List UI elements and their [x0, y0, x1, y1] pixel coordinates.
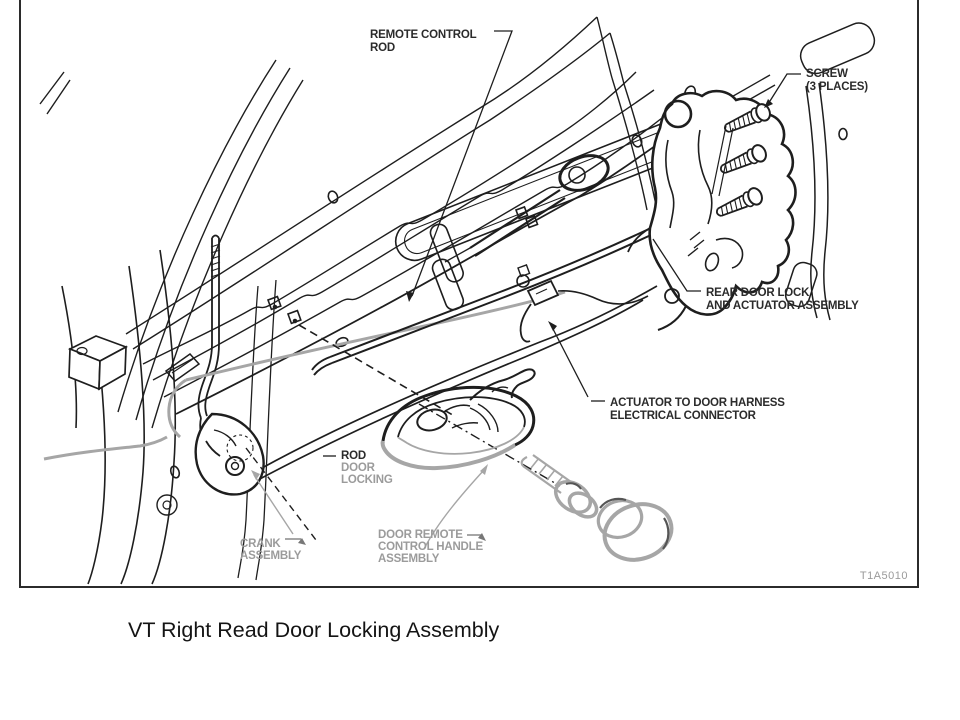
label-line: ROD — [341, 450, 366, 462]
regulator-roller — [444, 154, 610, 263]
label-line: (3 PLACES) — [806, 81, 868, 93]
figure-border — [19, 0, 919, 588]
label-line: REAR DOOR LOCK — [706, 287, 810, 299]
gray-lock-rod — [43, 290, 566, 461]
label-line: ELECTRICAL CONNECTOR — [610, 410, 757, 422]
handle-hook-rod — [469, 368, 536, 401]
label-line: LOCKING — [341, 474, 393, 486]
connector-drawing — [519, 279, 649, 343]
rear-channel-lines — [784, 22, 876, 321]
label-line: SCREW — [806, 68, 848, 80]
label-line: ASSEMBLY — [240, 550, 302, 562]
dashed-reference-lines — [245, 324, 457, 541]
label-line: CONTROL HANDLE — [378, 541, 483, 553]
handle-assembly-drawing — [380, 368, 674, 562]
figure-code: T1A5010 — [860, 570, 908, 582]
label-line: CRANK — [240, 538, 281, 550]
grommet — [156, 494, 178, 516]
handle-knob — [596, 497, 674, 562]
label-line: AND ACTUATOR ASSEMBLY — [706, 300, 859, 312]
label-line: DOOR REMOTE — [378, 529, 463, 541]
door-front-edge — [61, 249, 201, 585]
handle-screw — [520, 454, 599, 519]
label-line: ASSEMBLY — [378, 553, 440, 565]
label-line: ACTUATOR TO DOOR HARNESS — [610, 397, 785, 409]
label-line: DOOR — [341, 462, 376, 474]
leader-lines — [251, 30, 801, 550]
crank-drawing — [194, 412, 265, 496]
figure-caption: VT Right Read Door Locking Assembly — [128, 618, 500, 642]
rod-guide-bracket — [164, 353, 201, 382]
hinge-block — [67, 335, 129, 391]
label-line: REMOTE CONTROL — [370, 29, 477, 41]
label-screw: SCREW(3 PLACES) — [806, 68, 868, 93]
label-line: ROD — [370, 42, 395, 54]
screws-drawing — [716, 103, 771, 217]
